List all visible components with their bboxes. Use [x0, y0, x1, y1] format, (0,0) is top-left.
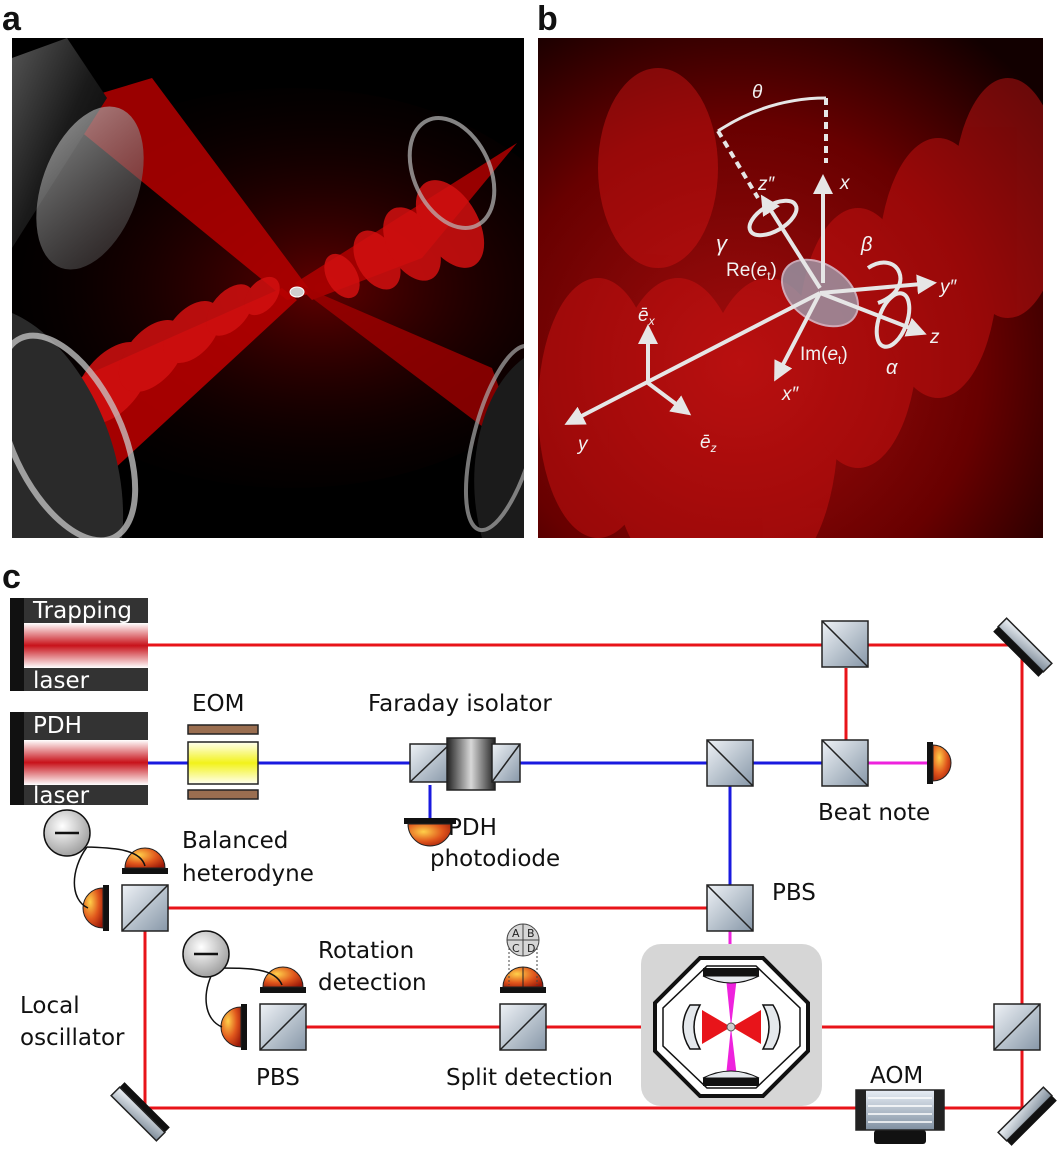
ez-bar-label: ēz [700, 432, 717, 455]
lens-upper-right [407, 116, 497, 230]
mirror-top-right [993, 617, 1053, 677]
balanced-heterodyne-subtractor [43, 809, 146, 909]
rotation-axes-panel: θ z″ x γ β Re(et) y″ z ēx Im(et) α x″ y … [538, 38, 1043, 538]
x-double-prime-label: x″ [781, 384, 800, 405]
y-axis-label: y [576, 434, 589, 455]
lens-upper-left [36, 106, 144, 270]
gamma-label: γ [716, 231, 729, 256]
quadrant-label-d: D [527, 942, 535, 955]
balanced-heterodyne-photodiode-top [122, 847, 168, 874]
beam-splitter-balanced-heterodyne [121, 884, 169, 932]
x-axis-label: x [839, 173, 851, 194]
rotation-detection-label-line1: Rotation [318, 938, 414, 964]
balanced-heterodyne-label-line2: heterodyne [182, 861, 314, 887]
beam-splitter-right-combiner [993, 1003, 1041, 1051]
pdh-laser-label-bottom: laser [33, 783, 90, 809]
beam-cone-lower-right [302, 286, 524, 458]
eom [187, 724, 259, 800]
panel-label-c: c [2, 558, 21, 596]
panel-label-b: b [537, 0, 558, 38]
ex-bar-label: ēx [638, 305, 656, 328]
beam-splitter-top-right [821, 620, 869, 668]
mirrors [110, 617, 1057, 1146]
mirror-bottom-left [110, 1082, 170, 1142]
quadrant-label-c: C [512, 942, 520, 955]
trapping-laser-label-bottom: laser [33, 668, 90, 694]
faraday-isolator [409, 737, 521, 791]
rotation-detection-photodiode-top [260, 966, 306, 993]
pdh-photodiode [404, 818, 456, 847]
aom-label: AOM [870, 1063, 923, 1089]
pbs-bottom-label: PBS [256, 1065, 300, 1091]
local-oscillator-label-line2: oscillator [20, 1025, 125, 1051]
rotation-axes-graphic: θ z″ x γ β Re(et) y″ z ēx Im(et) α x″ y … [538, 38, 1043, 538]
cavity-render-graphic [12, 38, 524, 538]
quadrant-label-a: A [512, 927, 520, 940]
eom-label: EOM [192, 691, 244, 717]
aom [855, 1089, 945, 1144]
pdh-laser-label-top: PDH [33, 713, 82, 739]
panel-label-a: a [2, 0, 21, 38]
rotation-detection-subtractor [182, 930, 283, 1028]
mirror-bottom-right [997, 1086, 1057, 1146]
axes-lines [564, 96, 937, 425]
re-et-label: Re(et) [726, 260, 777, 283]
lens-lower-left [12, 332, 139, 538]
magenta-beam-paths [728, 761, 928, 968]
z-axis-label: z [929, 327, 940, 348]
beam-splitter-split-detection [499, 1003, 547, 1051]
pdh-photodiode-label-line1: PDH [448, 815, 497, 841]
subtractors [43, 809, 283, 1028]
local-oscillator-label-line1: Local [20, 993, 80, 1019]
beam-splitter-blue-junction [706, 739, 754, 787]
beat-note-label: Beat note [818, 800, 930, 826]
trapping-laser-label-top: Trapping [32, 598, 132, 624]
im-et-label: Im(et) [800, 344, 848, 367]
quadrant-detector-icon: A B C D [506, 923, 540, 985]
pbs-top-label: PBS [772, 880, 816, 906]
faraday-isolator-label: Faraday isolator [368, 691, 552, 717]
beat-note-photodiode [927, 742, 952, 784]
pbs-bottom-cube [259, 1003, 307, 1051]
balanced-heterodyne-label-line1: Balanced [182, 828, 288, 854]
split-detection-photodiode [500, 966, 546, 993]
cavity-render-panel [12, 38, 524, 538]
levitated-particle [289, 286, 305, 298]
beam-splitter-beat-note [821, 739, 869, 787]
vacuum-chamber [641, 944, 822, 1106]
balanced-heterodyne-photodiode-left [82, 885, 109, 931]
y-double-prime-label: y″ [938, 277, 958, 298]
pdh-laser: PDH laser [10, 712, 148, 809]
quadrant-label-b: B [527, 927, 535, 940]
pdh-photodiode-label-line2: photodiode [430, 846, 560, 872]
rotation-detection-photodiode-left [220, 1004, 247, 1050]
mirror-lower-right [474, 358, 524, 538]
mirror-lower-left [12, 313, 124, 538]
pbs-top-cube [706, 884, 754, 932]
theta-label: θ [752, 82, 763, 103]
trapping-laser: Trapping laser [10, 598, 148, 694]
beta-label: β [860, 234, 872, 256]
lens-lower-right [463, 343, 524, 533]
photodiodes [82, 742, 952, 1050]
beam-splitters [121, 620, 1041, 1051]
rotation-detection-label-line2: detection [318, 970, 427, 996]
alpha-label: α [886, 357, 898, 379]
split-detection-label: Split detection [446, 1065, 613, 1091]
z-double-prime-label: z″ [757, 174, 776, 195]
